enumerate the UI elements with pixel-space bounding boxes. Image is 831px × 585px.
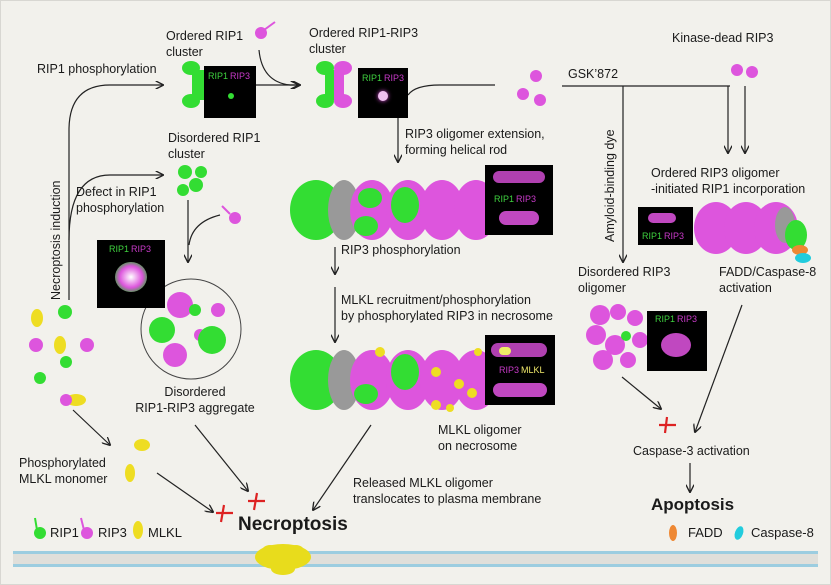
label-rip3-extension-line2: forming helical rod bbox=[405, 143, 508, 157]
label-amyloid-dye: Amyloid-binding dye bbox=[603, 129, 617, 242]
channel-label-rip3: RIP3 bbox=[230, 71, 251, 81]
label-ordered-rip1-rip3-line1: Ordered RIP1-RIP3 bbox=[309, 26, 419, 40]
label-phos-mlkl-line2: MLKL monomer bbox=[19, 472, 108, 486]
arrow-induction-to-ordered-rip1 bbox=[68, 85, 163, 300]
ordered-rip3-rod bbox=[694, 202, 811, 263]
channel-label-rip3: RIP3 bbox=[516, 194, 537, 204]
label-aggregate-line1: Disordered bbox=[164, 385, 226, 399]
label-ordered-rip1-line1: Ordered RIP1 bbox=[166, 29, 244, 43]
arrow-rip3-join-disordered bbox=[188, 214, 221, 246]
helical-rod-rip1-rip3 bbox=[290, 180, 498, 240]
disordered-rip3-oligomer-model bbox=[586, 304, 648, 370]
label-mlkl-oligomer-line1: MLKL oligomer bbox=[438, 423, 522, 437]
inhibition-marks bbox=[216, 416, 676, 523]
label-defect-line1: Defect in RIP1 bbox=[76, 185, 157, 199]
label-apoptosis: Apoptosis bbox=[651, 495, 735, 514]
label-disordered-rip1-line1: Disordered RIP1 bbox=[168, 131, 261, 145]
arrow-rip3-join bbox=[258, 49, 300, 85]
label-mlkl-recruit-line1: MLKL recruitment/phosphorylation bbox=[341, 293, 531, 307]
legend-rip1-icon bbox=[34, 517, 46, 539]
channel-label-rip1: RIP1 bbox=[655, 314, 676, 324]
legend-fadd-icon bbox=[669, 525, 677, 541]
channel-label-rip1: RIP1 bbox=[109, 244, 130, 254]
label-ordered-rip3-line1: Ordered RIP3 oligomer bbox=[651, 166, 780, 180]
aggregate-model bbox=[149, 292, 226, 367]
label-gsk872: GSK’872 bbox=[568, 67, 619, 81]
ordered-rip1-rip3-model bbox=[316, 61, 352, 108]
channel-label-rip1: RIP1 bbox=[362, 73, 383, 83]
legend-caspase8-icon bbox=[734, 526, 744, 540]
label-fadd-line1: FADD/Caspase-8 bbox=[719, 265, 817, 279]
arrow-monomers-to-phos-mlkl bbox=[72, 409, 110, 445]
label-mlkl-oligomer-line2: on necrosome bbox=[438, 439, 518, 453]
label-necroptosis: Necroptosis bbox=[238, 514, 348, 535]
label-necroptosis-induction: Necroptosis induction bbox=[49, 180, 63, 300]
channel-label-rip3: RIP3 bbox=[384, 73, 405, 83]
rip3-monomer-mid bbox=[221, 205, 241, 224]
arrow-fadd-to-casp3 bbox=[695, 304, 743, 432]
aggregate-boundary bbox=[140, 278, 242, 380]
rip3-monomer-top bbox=[255, 21, 276, 39]
label-released-mlkl-line2: translocates to plasma membrane bbox=[353, 492, 542, 506]
legend-fadd-label: FADD bbox=[688, 525, 723, 540]
label-fadd-line2: activation bbox=[719, 281, 772, 295]
label-rip3-phosphorylation: RIP3 phosphorylation bbox=[341, 243, 461, 257]
line-to-gsk bbox=[407, 84, 495, 96]
legend-rip3-icon bbox=[80, 517, 93, 539]
disordered-rip1-cluster-model bbox=[177, 165, 207, 196]
label-mlkl-recruit-line2: by phosphorylated RIP3 in necrosome bbox=[341, 309, 553, 323]
channel-label-rip3: RIP3 bbox=[131, 244, 152, 254]
label-ordered-rip1-rip3-line2: cluster bbox=[309, 42, 346, 56]
free-monomers bbox=[29, 305, 94, 406]
legend-mlkl-icon bbox=[133, 521, 143, 539]
label-released-mlkl-line1: Released MLKL oligomer bbox=[353, 476, 493, 490]
arrow-disordered-rip3-to-casp3 bbox=[621, 376, 661, 409]
label-phos-mlkl-line1: Phosphorylated bbox=[19, 456, 106, 470]
label-aggregate-line2: RIP1-RIP3 aggregate bbox=[135, 401, 255, 415]
rip3-monomers bbox=[517, 64, 758, 106]
helical-rod-with-mlkl bbox=[290, 347, 498, 412]
arrow-aggregate-to-necroptosis bbox=[194, 424, 248, 491]
label-disordered-rip3-line1: Disordered RIP3 bbox=[578, 265, 671, 279]
ordered-rip1-cluster-model bbox=[182, 61, 206, 108]
label-caspase3: Caspase-3 activation bbox=[633, 444, 750, 458]
channel-label-rip1: RIP1 bbox=[642, 231, 663, 241]
channel-label-rip3: RIP3 bbox=[677, 314, 698, 324]
label-ordered-rip3-line2: -initiated RIP1 incorporation bbox=[651, 182, 806, 196]
channel-label-rip3: RIP3 bbox=[664, 231, 685, 241]
inhibit-x-3 bbox=[659, 416, 676, 434]
inhibit-x-2 bbox=[248, 492, 265, 511]
label-disordered-rip1-line2: cluster bbox=[168, 147, 205, 161]
channel-label-rip1: RIP1 bbox=[494, 194, 515, 204]
channel-label-mlkl: MLKL bbox=[521, 365, 545, 375]
label-kinase-dead-rip3: Kinase-dead RIP3 bbox=[672, 31, 774, 45]
channel-label-rip3: RIP3 bbox=[499, 365, 520, 375]
mlkl-pore bbox=[255, 544, 311, 575]
label-rip1-phosphorylation: RIP1 phosphorylation bbox=[37, 62, 157, 76]
phos-mlkl-model bbox=[125, 439, 150, 482]
arrow-induction-to-disordered-rip1 bbox=[68, 175, 163, 241]
arrow-phos-mlkl-to-necroptosis bbox=[156, 472, 213, 512]
legend-mlkl-label: MLKL bbox=[148, 525, 182, 540]
label-defect-line2: phosphorylation bbox=[76, 201, 165, 215]
label-disordered-rip3-line2: oligomer bbox=[578, 281, 626, 295]
label-rip3-extension-line1: RIP3 oligomer extension, bbox=[405, 127, 545, 141]
channel-label-rip1: RIP1 bbox=[208, 71, 229, 81]
plasma-membrane bbox=[13, 551, 818, 567]
legend-rip1-label: RIP1 bbox=[50, 525, 79, 540]
legend-rip3-label: RIP3 bbox=[98, 525, 127, 540]
label-ordered-rip1-line2: cluster bbox=[166, 45, 203, 59]
inhibit-x-1 bbox=[216, 504, 233, 523]
legend-caspase8-label: Caspase-8 bbox=[751, 525, 814, 540]
arrow-necrosome-to-necroptosis bbox=[313, 424, 372, 510]
